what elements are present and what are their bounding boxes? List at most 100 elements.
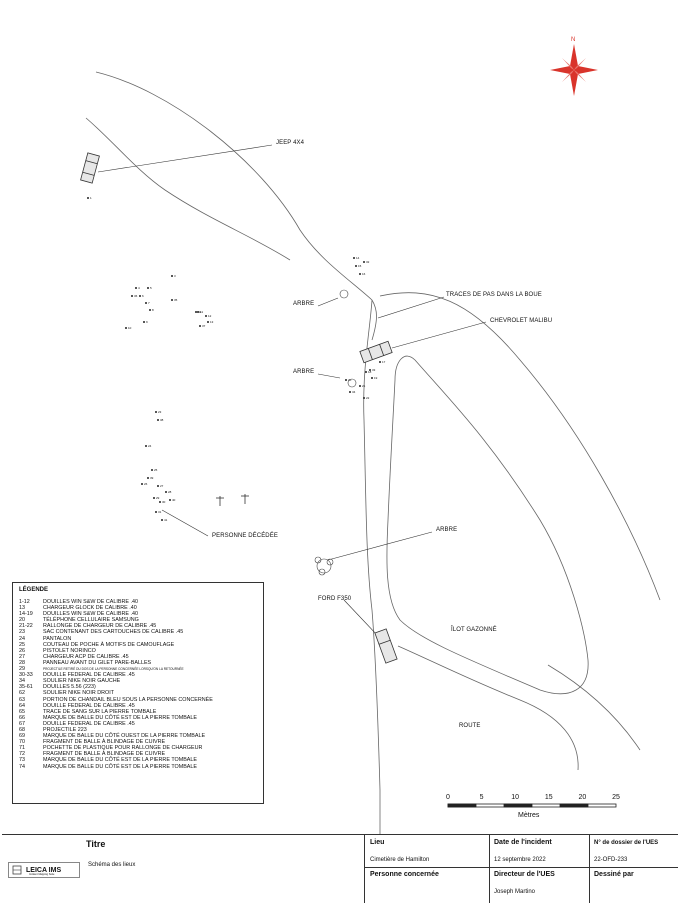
legend-item-text: FRAGMENT DE BALLE À BLINDAGE DE CUIVRE <box>43 739 166 746</box>
evidence-number: 20 <box>348 378 352 382</box>
evidence-number: 33 <box>372 368 376 372</box>
compass-rose <box>550 44 598 96</box>
logo-text: LEICA IMS <box>26 866 62 874</box>
evidence-number: 7 <box>148 301 150 305</box>
evidence-dot <box>171 275 173 277</box>
legend-item-number: 62 <box>19 690 25 697</box>
legend-item-text: RALLONGE DE CHARGEUR DE CALIBRE .45 <box>43 623 157 630</box>
scale-tick-label: 0 <box>446 794 450 801</box>
evidence-number: 39 <box>150 476 154 480</box>
titre-value: Schéma des lieux <box>88 862 136 868</box>
legend-item-number: 23 <box>19 629 25 636</box>
evidence-number: 1 <box>90 196 92 200</box>
scale-tick-label: 5 <box>479 794 484 801</box>
road-edge <box>397 645 579 771</box>
evidence-dot <box>87 197 89 199</box>
road-edge <box>547 664 641 751</box>
legend-item-text: PROJECTILE 223 <box>43 726 87 733</box>
legend-item-number: 13 <box>19 605 25 612</box>
scale-tick-label: 20 <box>578 794 587 801</box>
evidence-dot <box>153 497 155 499</box>
evidence-markers <box>87 197 381 521</box>
evidence-number: 28 <box>168 490 172 494</box>
evidence-number: 30 <box>162 500 166 504</box>
evidence-dot <box>345 379 347 381</box>
label-ilot: ÎLOT GAZONNÉ <box>451 627 497 633</box>
legend-item-text: MARQUE DE BALLE DU CÔTÉ OUEST DE LA PIER… <box>43 733 206 740</box>
legend-item-number: 28 <box>19 659 25 666</box>
evidence-number: 42 <box>198 310 202 314</box>
label-chevrolet: CHEVROLET MALIBU <box>490 318 553 324</box>
scale-tick-label: 10 <box>511 794 520 801</box>
evidence-dot <box>147 287 149 289</box>
evidence-dot <box>195 311 197 313</box>
leader-line <box>391 321 487 349</box>
legend-item-text: CHARGEUR ACP DE CALIBRE .45 <box>43 653 129 660</box>
legend-item: 21-22 RALLONGE DE CHARGEUR DE CALIBRE .45 <box>19 623 257 629</box>
legend-item-number: 74 <box>19 763 25 770</box>
evidence-number: 21 <box>362 384 366 388</box>
evidence-number: 17 <box>382 360 386 364</box>
legend-item-text: DOUILLES WIN S&W DE CALIBRE .40 <box>43 599 138 605</box>
legend-item-number: 70 <box>19 739 25 746</box>
legend-item-number: 66 <box>19 714 25 721</box>
date-value: 12 septembre 2022 <box>494 857 546 863</box>
leader-line <box>327 531 433 561</box>
footprint-path <box>371 299 377 341</box>
legend-title: LÉGENDE <box>19 587 49 593</box>
legend-item-text: SOULIER NIKE NOIR DROIT <box>43 690 114 697</box>
legend-item-text: FRAGMENT DE BALLE À BLINDAGE DE CUIVRE <box>43 751 166 758</box>
evidence-number: 16 <box>362 272 366 276</box>
legend-item: 70 FRAGMENT DE BALLE À BLINDAGE DE CUIVRE <box>19 739 257 745</box>
evidence-number: 13 <box>210 320 214 324</box>
legend-item-number: 64 <box>19 702 25 709</box>
evidence-dot <box>135 287 137 289</box>
legend-item-text: SAC CONTENANT DES CARTOUCHES DE CALIBRE … <box>43 629 184 636</box>
evidence-dot <box>169 499 171 501</box>
evidence-number: 5 <box>150 286 152 290</box>
legend-item-number: 21-22 <box>19 623 33 630</box>
evidence-dot <box>145 302 147 304</box>
evidence-dot <box>363 397 365 399</box>
evidence-dot <box>155 411 157 413</box>
dessine-label: Dessiné par <box>594 871 634 878</box>
evidence-number: 15 <box>358 264 362 268</box>
evidence-number: 40 <box>172 498 176 502</box>
legend-item-number: 67 <box>19 720 25 727</box>
evidence-dot <box>165 491 167 493</box>
evidence-dot <box>355 265 357 267</box>
evidence-dot <box>157 419 159 421</box>
evidence-dot <box>371 377 373 379</box>
evidence-number: 34 <box>352 390 356 394</box>
evidence-dot <box>147 477 149 479</box>
evidence-number: 23 <box>158 410 162 414</box>
legend-item-number: 72 <box>19 751 25 758</box>
legend-item-text: DOUILLE FEDERAL DE CALIBRE .45 <box>43 702 135 709</box>
evidence-dot <box>171 299 173 301</box>
label-route: ROUTE <box>459 723 481 729</box>
evidence-dot <box>363 261 365 263</box>
evidence-number: 11 <box>200 310 204 314</box>
leader-line <box>161 509 209 537</box>
legend-item-number: 29 <box>19 666 25 673</box>
label-personne: PERSONNE DÉCÉDÉE <box>212 533 278 539</box>
evidence-number: 6 <box>142 294 144 298</box>
legend-item-number: 71 <box>19 745 25 752</box>
ford-vehicle <box>374 628 398 664</box>
leader-line <box>343 599 379 637</box>
evidence-dot <box>207 321 209 323</box>
evidence-dot <box>131 295 133 297</box>
legend-item-text: PANNEAU AVANT DU GILET PARE-BALLES <box>43 659 152 666</box>
legend-item: 62 SOULIER NIKE NOIR DROIT <box>19 690 257 696</box>
